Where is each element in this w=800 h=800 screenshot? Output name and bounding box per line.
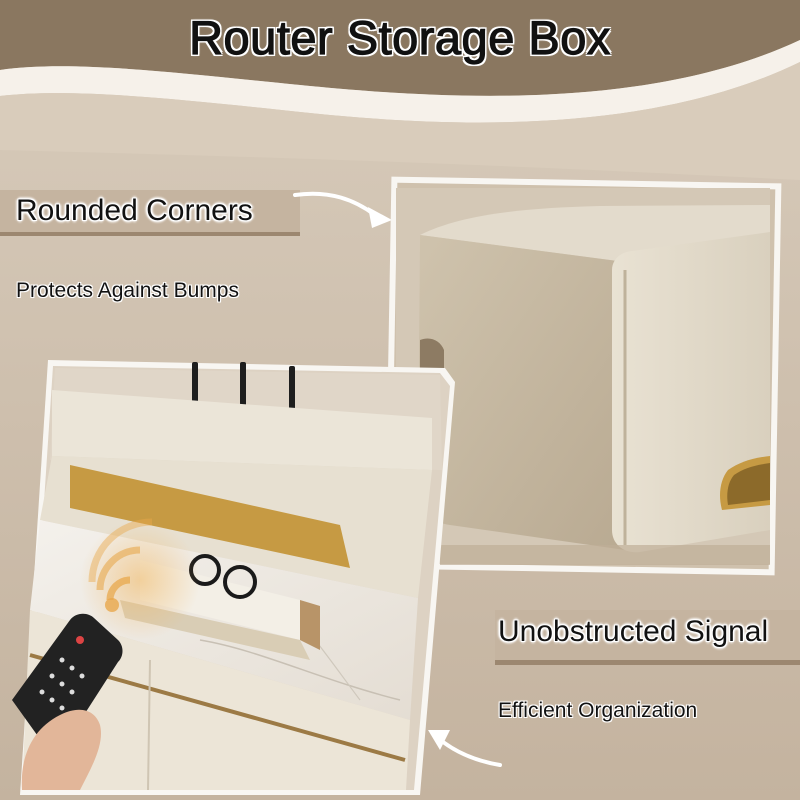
unobstructed-signal-band-line [495, 660, 800, 665]
connector-arrow-bottom [428, 730, 450, 750]
efficient-organization-label: Efficient Organization [498, 699, 698, 722]
protects-against-bumps-label: Protects Against Bumps [16, 279, 239, 302]
page-title: Router Storage Box [188, 10, 611, 64]
rounded-corners-label: Rounded Corners [16, 194, 253, 227]
white-swoosh [0, 40, 800, 123]
connector-arrow-top [368, 207, 392, 228]
remote-control [12, 613, 123, 760]
rounded-corners-band [0, 190, 300, 232]
unobstructed-signal-band [495, 610, 800, 660]
rounded-corners-band-line [0, 232, 300, 236]
room-scene-photo [12, 360, 455, 795]
background-swoosh [0, 62, 800, 180]
corner-closeup-photo [384, 176, 782, 576]
unobstructed-signal-label: Unobstructed Signal [498, 615, 769, 648]
hand [21, 709, 101, 790]
top-banner-shape [0, 0, 800, 96]
